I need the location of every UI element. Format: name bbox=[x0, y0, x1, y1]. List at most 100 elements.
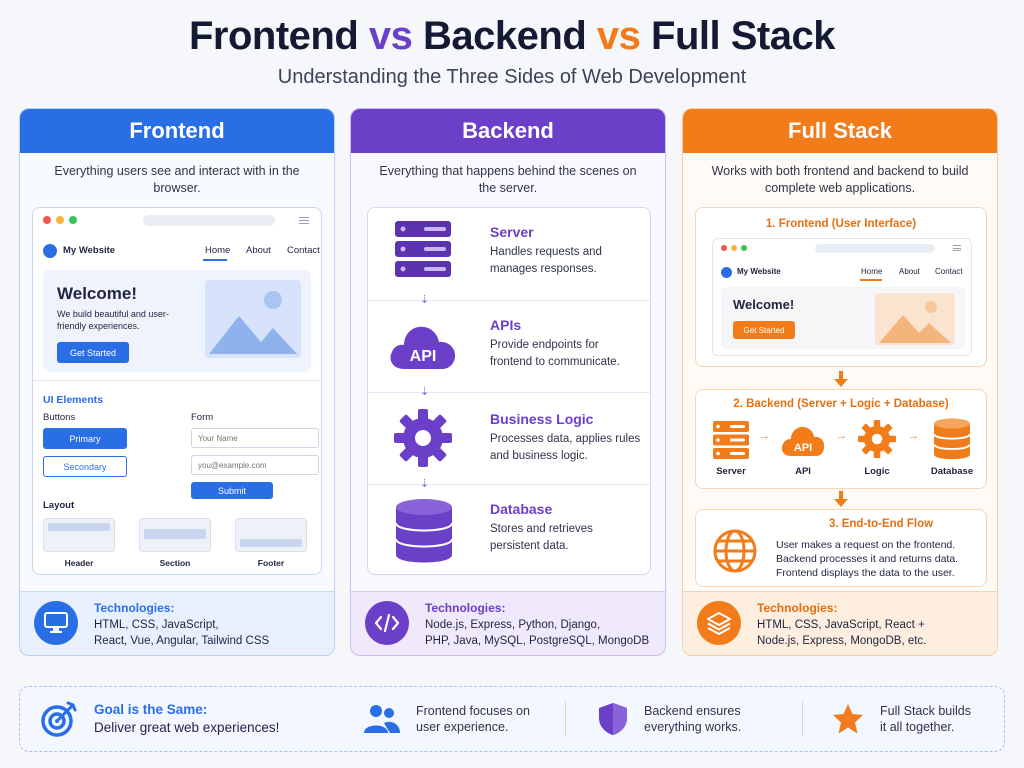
fullstack-browser-mock: My Website Home About Contact Welcome! G… bbox=[712, 238, 972, 356]
gear-icon bbox=[394, 409, 452, 467]
backend-row-server: Server Handles requests and manages resp… bbox=[368, 208, 650, 300]
page-subtitle: Understanding the Three Sides of Web Dev… bbox=[277, 66, 747, 88]
menu-icon bbox=[299, 217, 309, 224]
goal-title: Goal is the Same: bbox=[94, 702, 208, 717]
divider bbox=[565, 701, 566, 737]
server-icon bbox=[713, 421, 749, 459]
backend-heading: Backend bbox=[351, 109, 665, 153]
frontend-focus-line-2: user experience. bbox=[416, 720, 509, 734]
goal-text: Deliver great web experiences! bbox=[94, 720, 280, 735]
name-field[interactable] bbox=[191, 428, 319, 448]
layers-icon bbox=[697, 601, 741, 645]
fullstack-builds-line-2: it all together. bbox=[880, 720, 955, 734]
get-started-button[interactable]: Get Started bbox=[733, 321, 795, 339]
goal-text-block: Goal is the Same: Deliver great web expe… bbox=[94, 701, 279, 737]
monitor-icon bbox=[34, 601, 78, 645]
star-icon bbox=[833, 704, 863, 734]
flow-label-database: Database bbox=[930, 466, 974, 477]
frontend-heading: Frontend bbox=[20, 109, 334, 153]
email-field[interactable] bbox=[191, 455, 319, 475]
title-fullstack: Full Stack bbox=[651, 14, 835, 58]
layout-label: Layout bbox=[43, 500, 75, 511]
flow-line-2: Backend processes it and returns data. bbox=[776, 553, 959, 565]
step-1-title: 1. Frontend (User Interface) bbox=[765, 218, 917, 230]
frontend-technologies: Technologies: HTML, CSS, JavaScript, Rea… bbox=[20, 591, 334, 655]
site-logo-icon bbox=[721, 267, 732, 278]
apis-title: APIs bbox=[490, 317, 522, 333]
nav-active-underline bbox=[860, 279, 882, 281]
database-icon bbox=[934, 418, 970, 460]
api-cloud-icon: API bbox=[390, 326, 456, 369]
api-icon-label: API bbox=[794, 442, 812, 454]
frontend-tech-line-1: HTML, CSS, JavaScript, bbox=[94, 619, 219, 631]
get-started-button[interactable]: Get Started bbox=[57, 342, 129, 363]
primary-button[interactable]: Primary bbox=[43, 428, 127, 449]
title-vs-1: vs bbox=[368, 14, 413, 58]
flow-label-server: Server bbox=[716, 466, 746, 477]
maximize-dot-icon bbox=[741, 245, 747, 251]
fullstack-technologies: Technologies: HTML, CSS, JavaScript, Rea… bbox=[683, 591, 997, 655]
frontend-focus-line-1: Frontend focuses on bbox=[416, 704, 530, 718]
frontend-tech-title: Technologies: bbox=[94, 601, 175, 615]
fullstack-flow-section: 3. End-to-End Flow User makes a request … bbox=[695, 509, 987, 587]
ui-elements-title: UI Elements bbox=[43, 394, 104, 406]
backend-technologies: Technologies: Node.js, Express, Python, … bbox=[351, 591, 665, 655]
right-arrow-icon: → bbox=[836, 430, 847, 442]
secondary-button[interactable]: Secondary bbox=[43, 456, 127, 477]
backend-layers: Server Handles requests and manages resp… bbox=[367, 207, 651, 575]
form-label: Form bbox=[191, 412, 214, 423]
hero-title: Welcome! bbox=[733, 297, 795, 312]
title-frontend: Frontend bbox=[188, 14, 359, 58]
nav-active-underline bbox=[203, 259, 227, 261]
flow-line-3: Frontend displays the data to the user. bbox=[776, 567, 955, 579]
backend-row-database: ⇣ Database Stores and retrieves persiste… bbox=[368, 478, 650, 576]
flow-label-api: API bbox=[795, 466, 811, 477]
backend-ensures-text: Backend ensures everything works. bbox=[644, 703, 741, 735]
api-cloud-icon: API bbox=[781, 426, 825, 456]
layout-footer-thumb bbox=[235, 518, 307, 552]
fullstack-tech-line-2: Node.js, Express, MongoDB, etc. bbox=[757, 635, 927, 647]
site-logo-icon bbox=[43, 244, 57, 258]
api-icon-label: API bbox=[410, 348, 437, 365]
down-arrow-icon bbox=[834, 371, 848, 387]
fullstack-tech-line-1: HTML, CSS, JavaScript, React + bbox=[757, 619, 925, 631]
fullstack-frontend-section: 1. Frontend (User Interface) My Website … bbox=[695, 207, 987, 367]
down-arrow-icon: ⇣ bbox=[420, 294, 430, 306]
layout-header-label: Header bbox=[64, 558, 94, 568]
site-name: My Website bbox=[737, 267, 781, 276]
window-dots bbox=[721, 245, 747, 251]
url-bar bbox=[143, 215, 275, 226]
layout-header-thumb bbox=[43, 518, 115, 552]
fullstack-backend-section: 2. Backend (Server + Logic + Database) →… bbox=[695, 389, 987, 489]
apis-text: Provide endpoints for frontend to commun… bbox=[490, 339, 620, 368]
step-3-title: 3. End-to-End Flow bbox=[828, 518, 934, 530]
backend-ensures-item: Backend ensures everything works. bbox=[598, 687, 741, 751]
close-dot-icon bbox=[721, 245, 727, 251]
goal-item: Goal is the Same: Deliver great web expe… bbox=[40, 687, 279, 751]
frontend-focus-item: Frontend focuses on user experience. bbox=[364, 687, 530, 751]
business-logic-title: Business Logic bbox=[490, 411, 594, 427]
shield-icon bbox=[599, 703, 627, 735]
server-title: Server bbox=[490, 224, 534, 240]
window-dots bbox=[43, 216, 77, 224]
backend-ensures-line-2: everything works. bbox=[644, 720, 742, 734]
backend-tech-title: Technologies: bbox=[425, 601, 506, 615]
backend-column: Backend Everything that happens behind t… bbox=[350, 108, 666, 656]
fullstack-tech-title: Technologies: bbox=[757, 601, 838, 615]
frontend-column: Frontend Everything users see and intera… bbox=[19, 108, 335, 656]
title-backend: Backend bbox=[423, 14, 587, 58]
title-vs-2: vs bbox=[596, 14, 641, 58]
hero-text: We build beautiful and user-friendly exp… bbox=[57, 309, 169, 331]
submit-button[interactable]: Submit bbox=[191, 482, 273, 499]
layout-section-label: Section bbox=[159, 558, 191, 568]
down-arrow-icon: ⇣ bbox=[420, 386, 430, 398]
layout-footer-label: Footer bbox=[257, 558, 285, 568]
gear-icon bbox=[858, 420, 896, 458]
nav-about: About bbox=[246, 245, 271, 256]
menu-icon bbox=[953, 245, 961, 251]
end-to-end-flow-text: User makes a request on the frontend. Ba… bbox=[776, 538, 958, 580]
close-dot-icon bbox=[43, 216, 51, 224]
code-icon bbox=[365, 601, 409, 645]
goal-banner: Goal is the Same: Deliver great web expe… bbox=[19, 686, 1005, 752]
flow-label-logic: Logic bbox=[864, 466, 890, 477]
